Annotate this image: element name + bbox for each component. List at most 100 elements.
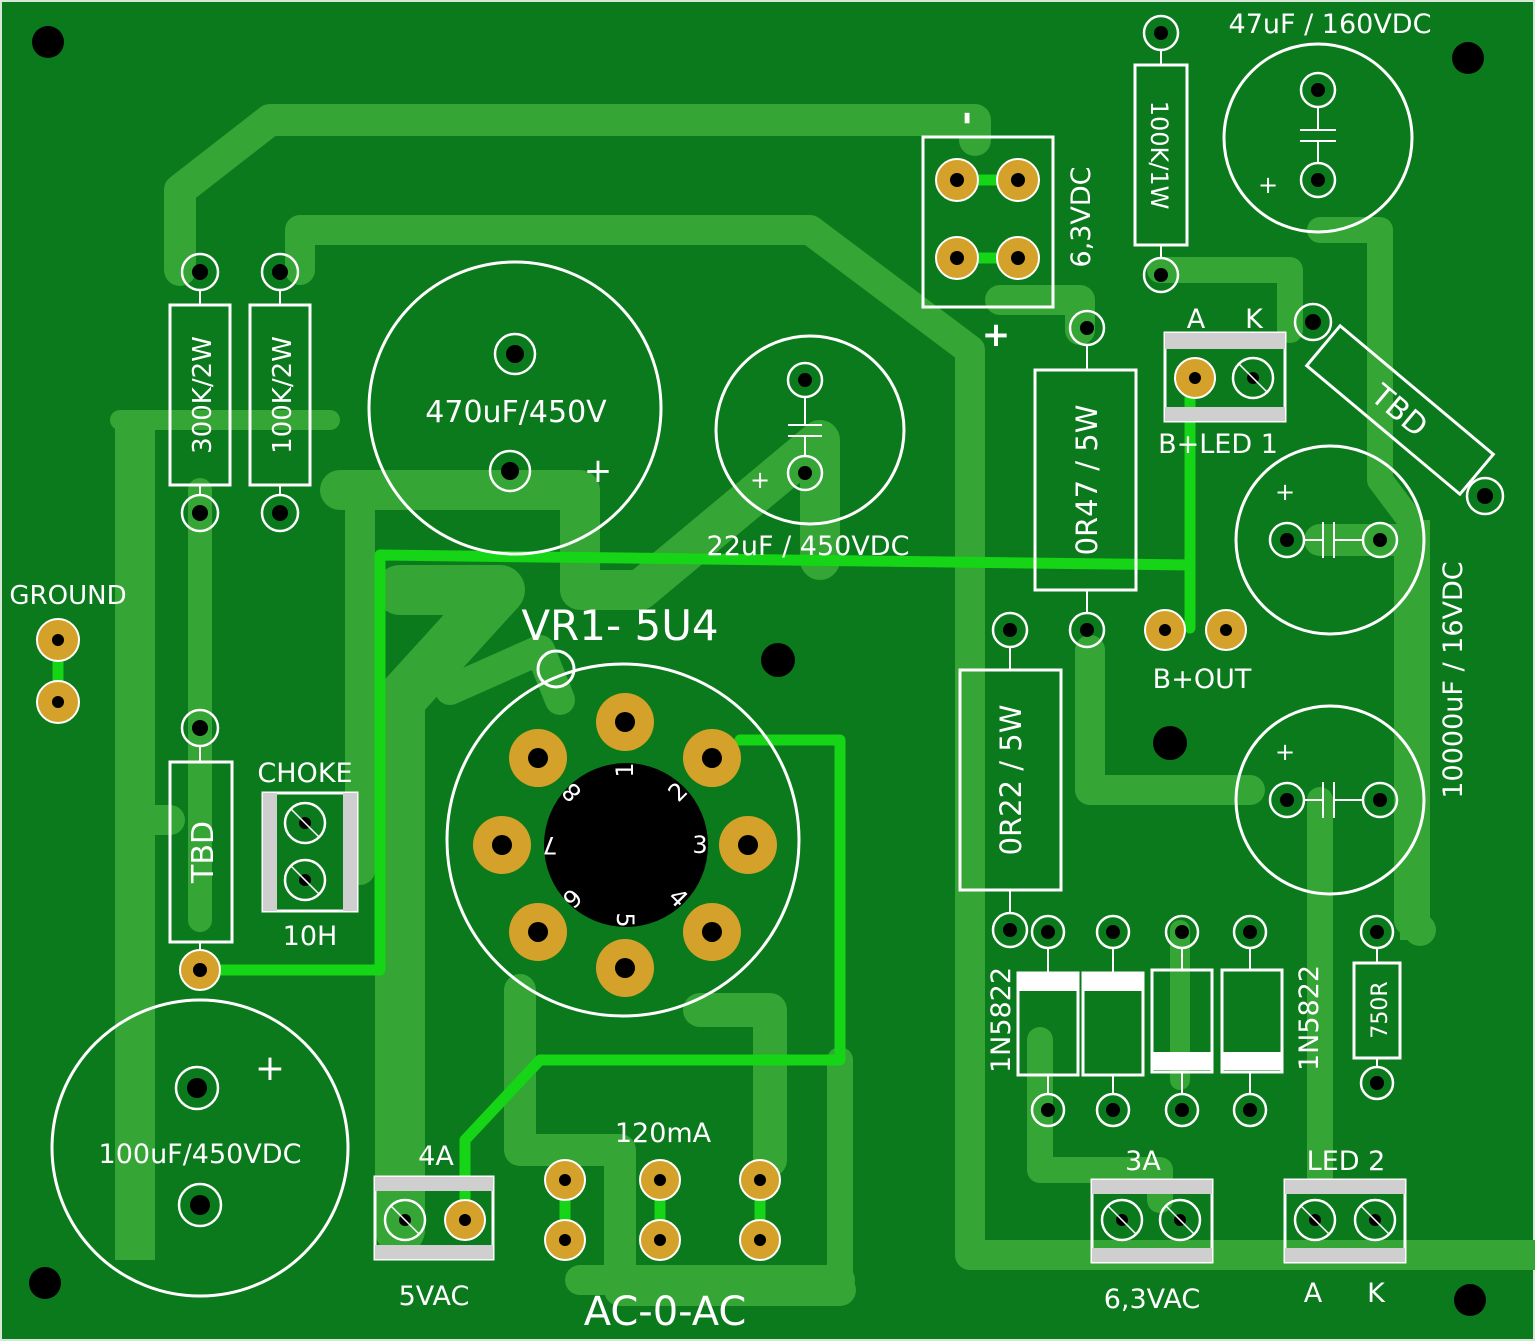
tube-pin-3-hole	[738, 835, 758, 855]
tube-pin-5-hole	[615, 958, 635, 978]
capacitor-47uf: + 47uF / 160VDC	[1222, 9, 1432, 234]
resistor-100k-1w-value: 100K/1W	[1145, 101, 1173, 210]
mounting-hole	[761, 643, 795, 677]
tube-pin-6-hole	[528, 921, 549, 942]
hv-ac-pads: 120mA AC-0-AC	[544, 1118, 781, 1335]
mounting-hole	[1153, 726, 1187, 760]
terminal-pad	[1100, 1198, 1144, 1242]
ground-label: GROUND	[9, 581, 126, 611]
resistor-pad	[260, 252, 300, 292]
heater-dc-plus: +	[982, 315, 1011, 355]
ac63-label: 6,3VAC	[1104, 1284, 1201, 1315]
diodes: 1N5822 1N5822	[986, 914, 1325, 1128]
bled1-k-label: K	[1245, 304, 1264, 335]
ground-pads: GROUND	[9, 581, 127, 724]
capacitor-100uf-value: 100uF/450VDC	[99, 1139, 302, 1170]
capacitor-470uf: 470uF/450V +	[367, 260, 663, 556]
diode-4	[1220, 914, 1284, 1128]
resistor-pad	[180, 493, 220, 533]
resistor-pad	[1068, 611, 1106, 649]
resistor-100k-2w-value: 100K/2W	[268, 336, 298, 454]
resistor-pad	[1293, 302, 1333, 342]
capacitor-10000uf-bottom-polarity: +	[1275, 738, 1295, 766]
mounting-hole	[29, 1267, 61, 1299]
cap-pad	[177, 1182, 223, 1228]
capacitor-10000uf-top: +	[1234, 444, 1426, 636]
tube-label: VR1- 5U4	[521, 601, 718, 650]
cap-pad	[174, 1065, 220, 1111]
diode-2	[1081, 914, 1145, 1128]
tube-pin-3-label: 3	[692, 831, 707, 859]
hv-current: 120mA	[615, 1118, 712, 1149]
capacitor-22uf: + 22uF / 450VDC	[707, 334, 909, 562]
capacitor-10000uf-bottom: +	[1234, 704, 1426, 896]
resistor-pad	[1359, 1065, 1395, 1101]
tube-center-hole	[544, 763, 708, 927]
capacitor-470uf-value: 470uF/450V	[425, 395, 607, 430]
resistor-pad	[180, 708, 220, 748]
tube-pin-1-hole	[615, 712, 635, 732]
resistor-tbd-left: TBD	[168, 708, 234, 991]
resistor-100k-2w: 100K/2W	[248, 252, 312, 533]
resistor-pad	[1142, 256, 1180, 294]
terminal-pad	[1293, 1198, 1337, 1242]
led2-label: LED 2	[1307, 1146, 1386, 1177]
resistor-0r47-value: 0R47 / 5W	[1070, 405, 1104, 556]
terminal-pad	[1353, 1198, 1397, 1242]
capacitor-100uf: 100uF/450VDC +	[50, 998, 350, 1298]
choke-value: 10H	[283, 921, 338, 952]
resistor-pad	[991, 611, 1029, 649]
resistor-pad	[991, 911, 1029, 949]
capacitor-22uf-polarity: +	[750, 466, 770, 494]
heater-dc-label: 6,3VDC	[1066, 166, 1097, 267]
ac63-terminal: 3A 6,3VAC	[1090, 1146, 1214, 1315]
tube-pin-7-label: 7	[542, 831, 557, 859]
choke-label: CHOKE	[257, 758, 352, 789]
resistor-750r-value: 750R	[1368, 981, 1393, 1038]
resistor-0r47: 0R47 / 5W	[1033, 309, 1138, 649]
tube-pin-4-hole	[701, 921, 722, 942]
ac5-current: 4A	[418, 1141, 454, 1172]
mounting-holes	[29, 26, 1486, 1316]
capacitor-47uf-value: 47uF / 160VDC	[1229, 9, 1432, 40]
led2-a-label: A	[1304, 1278, 1323, 1309]
bout-pads: B+OUT	[1144, 609, 1252, 695]
choke-pad	[283, 858, 327, 902]
resistor-pad	[1068, 309, 1106, 347]
diode-left-label: 1N5822	[986, 967, 1017, 1073]
tube-pin-5-label: 5	[611, 912, 639, 927]
bled1-a-label: A	[1187, 304, 1206, 335]
hv-label: AC-0-AC	[584, 1289, 747, 1335]
mounting-hole	[1452, 42, 1484, 74]
ac5-terminal: 4A 5VAC	[373, 1141, 495, 1312]
heater-dc-header: 6,3VDC - +	[921, 111, 1097, 355]
copper-pour-block-left	[115, 420, 155, 1260]
bout-label: B+OUT	[1153, 664, 1252, 695]
resistor-pad	[1465, 476, 1505, 516]
resistor-pad	[180, 252, 220, 292]
resistor-750r: 750R	[1352, 914, 1402, 1101]
heater-dc-minus: -	[946, 111, 986, 125]
diode-3	[1150, 914, 1214, 1128]
tube-pin-8-hole	[528, 748, 549, 769]
resistor-pad	[260, 493, 300, 533]
capacitor-10000uf-top-polarity: +	[1275, 478, 1295, 506]
resistor-tbd-left-value: TBD	[186, 821, 221, 884]
led2-terminal: LED 2 A K	[1283, 1146, 1407, 1309]
tube-key-notch	[536, 649, 576, 689]
terminal-pad	[383, 1198, 427, 1242]
diode-right-label: 1N5822	[1294, 965, 1325, 1071]
cap-pad	[488, 449, 532, 493]
ac5-label: 5VAC	[399, 1281, 470, 1312]
tube-pin-1-label: 1	[611, 762, 639, 777]
mounting-hole	[1454, 1284, 1486, 1316]
diode-1	[1016, 914, 1080, 1128]
resistor-100k-1w: 100K/1W	[1133, 14, 1189, 294]
resistor-pad	[1359, 914, 1395, 950]
terminal-pad	[1231, 356, 1275, 400]
copper-pour-block-right	[1400, 520, 1430, 940]
led2-k-label: K	[1367, 1278, 1386, 1309]
bled1-label: B+LED 1	[1158, 429, 1278, 460]
